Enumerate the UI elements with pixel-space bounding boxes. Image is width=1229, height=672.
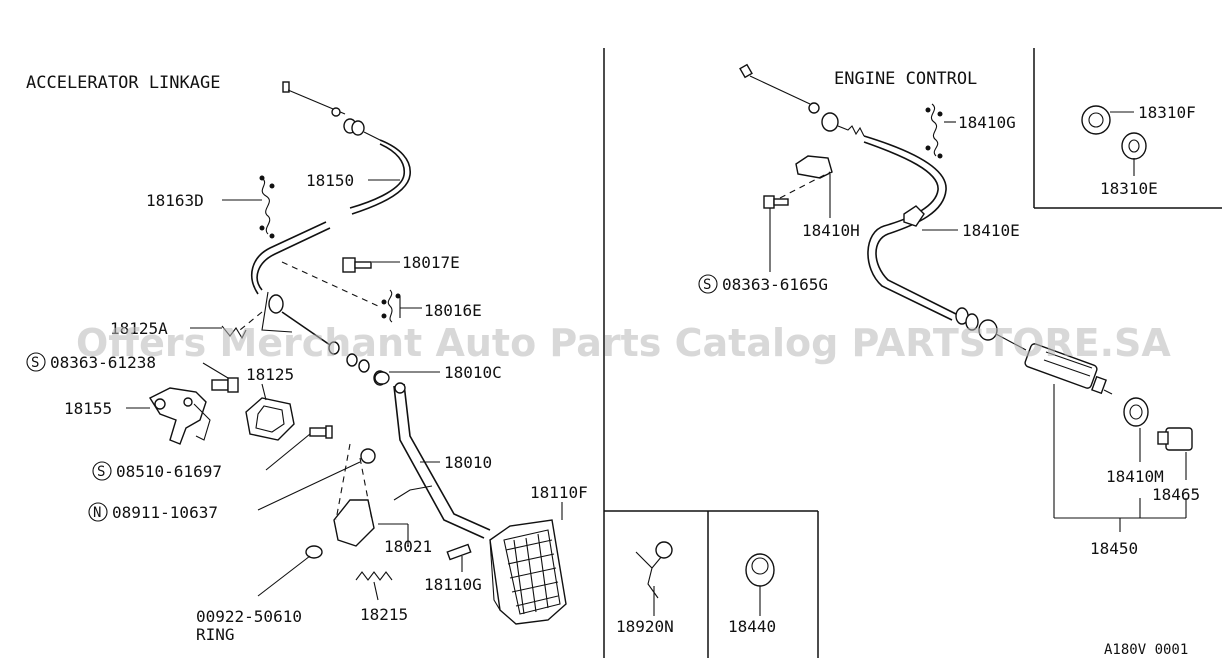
pedal-arm-18010: [393, 382, 491, 539]
watermark: Offers Merchant Auto Parts Catalog PARTS…: [76, 321, 1171, 365]
diagram-code: A180V 0001: [1104, 642, 1188, 658]
label-18017E: 18017E: [402, 253, 460, 272]
grommets-18310: [1081, 105, 1147, 176]
bracket-18410H: [763, 155, 833, 272]
screw-08510-61697: [265, 425, 333, 471]
label-18465: 18465: [1152, 485, 1200, 504]
label-18016E: 18016E: [424, 301, 482, 320]
pedal-pad-18110F: [489, 502, 567, 625]
label-18410G: 18410G: [958, 113, 1016, 132]
clip-18410G: [925, 103, 956, 159]
clip-18410E: [903, 205, 958, 231]
label-08510-61697: 08510-61697: [116, 462, 222, 481]
bracket-18021: [257, 443, 409, 547]
s-symbol-3: S: [703, 277, 711, 293]
label-18110F: 18110F: [530, 483, 588, 502]
ring-00922-50610: [257, 545, 323, 597]
stopper-18110G: [446, 543, 472, 572]
label-18410M: 18410M: [1106, 467, 1164, 486]
n-symbol: N: [93, 505, 101, 521]
label-18155: 18155: [64, 399, 112, 418]
spring-18215: [355, 571, 393, 601]
label-18215: 18215: [360, 605, 408, 624]
label-18010: 18010: [444, 453, 492, 472]
label-18021: 18021: [384, 537, 432, 556]
clip-18920N: [635, 541, 673, 616]
label-18110G: 18110G: [424, 575, 482, 594]
label-18450: 18450: [1090, 539, 1138, 558]
bolt-18017E: [342, 257, 400, 273]
label-ring: RING: [196, 625, 235, 644]
label-18125A: 18125A: [110, 319, 168, 338]
header-accelerator-linkage: ACCELERATOR LINKAGE: [26, 73, 220, 93]
label-18920N: 18920N: [616, 617, 674, 636]
cap-18465: [1157, 427, 1193, 480]
grommet-18410M: [1123, 397, 1149, 462]
label-18125: 18125: [246, 365, 294, 384]
bushing-18010C: [374, 371, 440, 385]
label-18410E: 18410E: [962, 221, 1020, 240]
clip-18163D: [222, 175, 275, 239]
clip-18016E: [381, 289, 422, 323]
label-08363-6165G: 08363-6165G: [722, 275, 828, 294]
grommet-18440: [745, 553, 775, 616]
label-18010C: 18010C: [444, 363, 502, 382]
switch-18125: [245, 383, 295, 441]
label-18410H: 18410H: [802, 221, 860, 240]
spring-18125A: [190, 325, 247, 340]
label-18440: 18440: [728, 617, 776, 636]
label-18163D: 18163D: [146, 191, 204, 210]
label-08363-61238: 08363-61238: [50, 353, 156, 372]
s-symbol-1: S: [31, 355, 39, 371]
label-18310F: 18310F: [1138, 103, 1196, 122]
engine-control-cable: [739, 63, 1027, 351]
cylinder-18450: [1024, 343, 1187, 532]
label-18310E: 18310E: [1100, 179, 1158, 198]
panel-frames: [603, 48, 1222, 658]
header-engine-control: ENGINE CONTROL: [834, 69, 977, 89]
s-symbol-2: S: [97, 464, 105, 480]
label-18150: 18150: [306, 171, 354, 190]
accelerator-cable: [282, 81, 411, 215]
bracket-18155: [126, 362, 239, 445]
label-00922-50610: 00922-50610: [196, 607, 302, 626]
symbol-marks: S S N S: [26, 274, 718, 522]
label-08911-10637: 08911-10637: [112, 503, 218, 522]
